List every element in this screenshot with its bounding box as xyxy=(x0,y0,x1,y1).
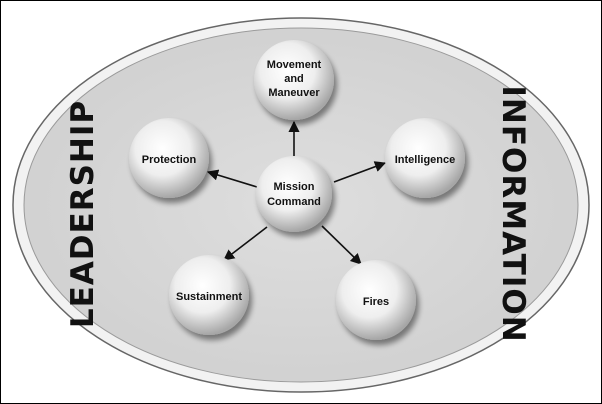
protection-label: Protection xyxy=(142,154,197,166)
information-label: INFORMATION xyxy=(495,85,531,342)
mission-command-line-2: Command xyxy=(267,196,321,208)
sustainment-node: Sustainment xyxy=(169,255,249,335)
movement-line-3: Maneuver xyxy=(268,87,320,99)
leadership-label: LEADERSHIP xyxy=(65,100,101,328)
sustainment-label: Sustainment xyxy=(176,291,242,303)
fires-node: Fires xyxy=(336,260,416,340)
fires-label: Fires xyxy=(363,296,389,308)
movement-and-maneuver-node: Movement and Maneuver xyxy=(254,40,334,120)
movement-line-2: and xyxy=(284,73,304,85)
intelligence-node: Intelligence xyxy=(385,118,465,198)
arrow-to-fires xyxy=(321,225,362,265)
movement-and-maneuver-sphere xyxy=(254,40,334,120)
arrow-to-intelligence xyxy=(333,161,387,183)
movement-line-1: Movement xyxy=(267,59,322,71)
intelligence-label: Intelligence xyxy=(395,154,456,166)
arrow-to-sustainment xyxy=(223,226,268,261)
fires-sphere xyxy=(336,260,416,340)
protection-sphere xyxy=(129,118,209,198)
mission-command-line-1: Mission xyxy=(274,181,315,193)
protection-node: Protection xyxy=(129,118,209,198)
sustainment-sphere xyxy=(169,255,249,335)
arrows xyxy=(206,120,387,265)
arrow-to-protection xyxy=(206,169,258,188)
intelligence-sphere xyxy=(385,118,465,198)
mission-command-sphere xyxy=(256,156,332,232)
mission-command-node: Mission Command xyxy=(256,156,332,232)
